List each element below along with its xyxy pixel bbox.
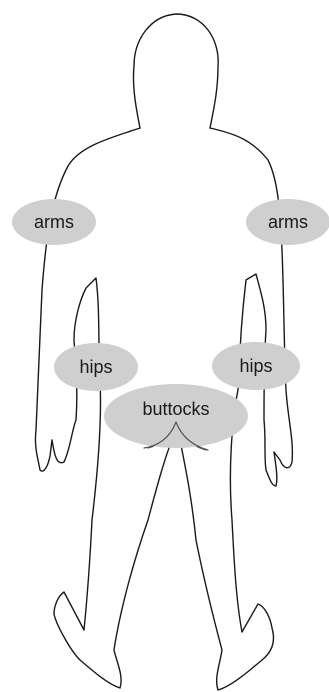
zone-hips-right-label: hips [239,356,272,376]
zone-buttocks: buttocks [104,384,248,448]
zone-hips-right: hips [212,342,300,390]
zone-arms-right-label: arms [268,212,308,232]
zone-arms-left: arms [12,199,96,245]
zone-hips-left-label: hips [79,357,112,377]
head-outline [133,14,218,128]
zone-hips-left: hips [54,343,138,391]
zone-arms-right: arms [246,199,329,245]
zone-buttocks-label: buttocks [142,399,209,419]
zone-arms-left-label: arms [34,212,74,232]
